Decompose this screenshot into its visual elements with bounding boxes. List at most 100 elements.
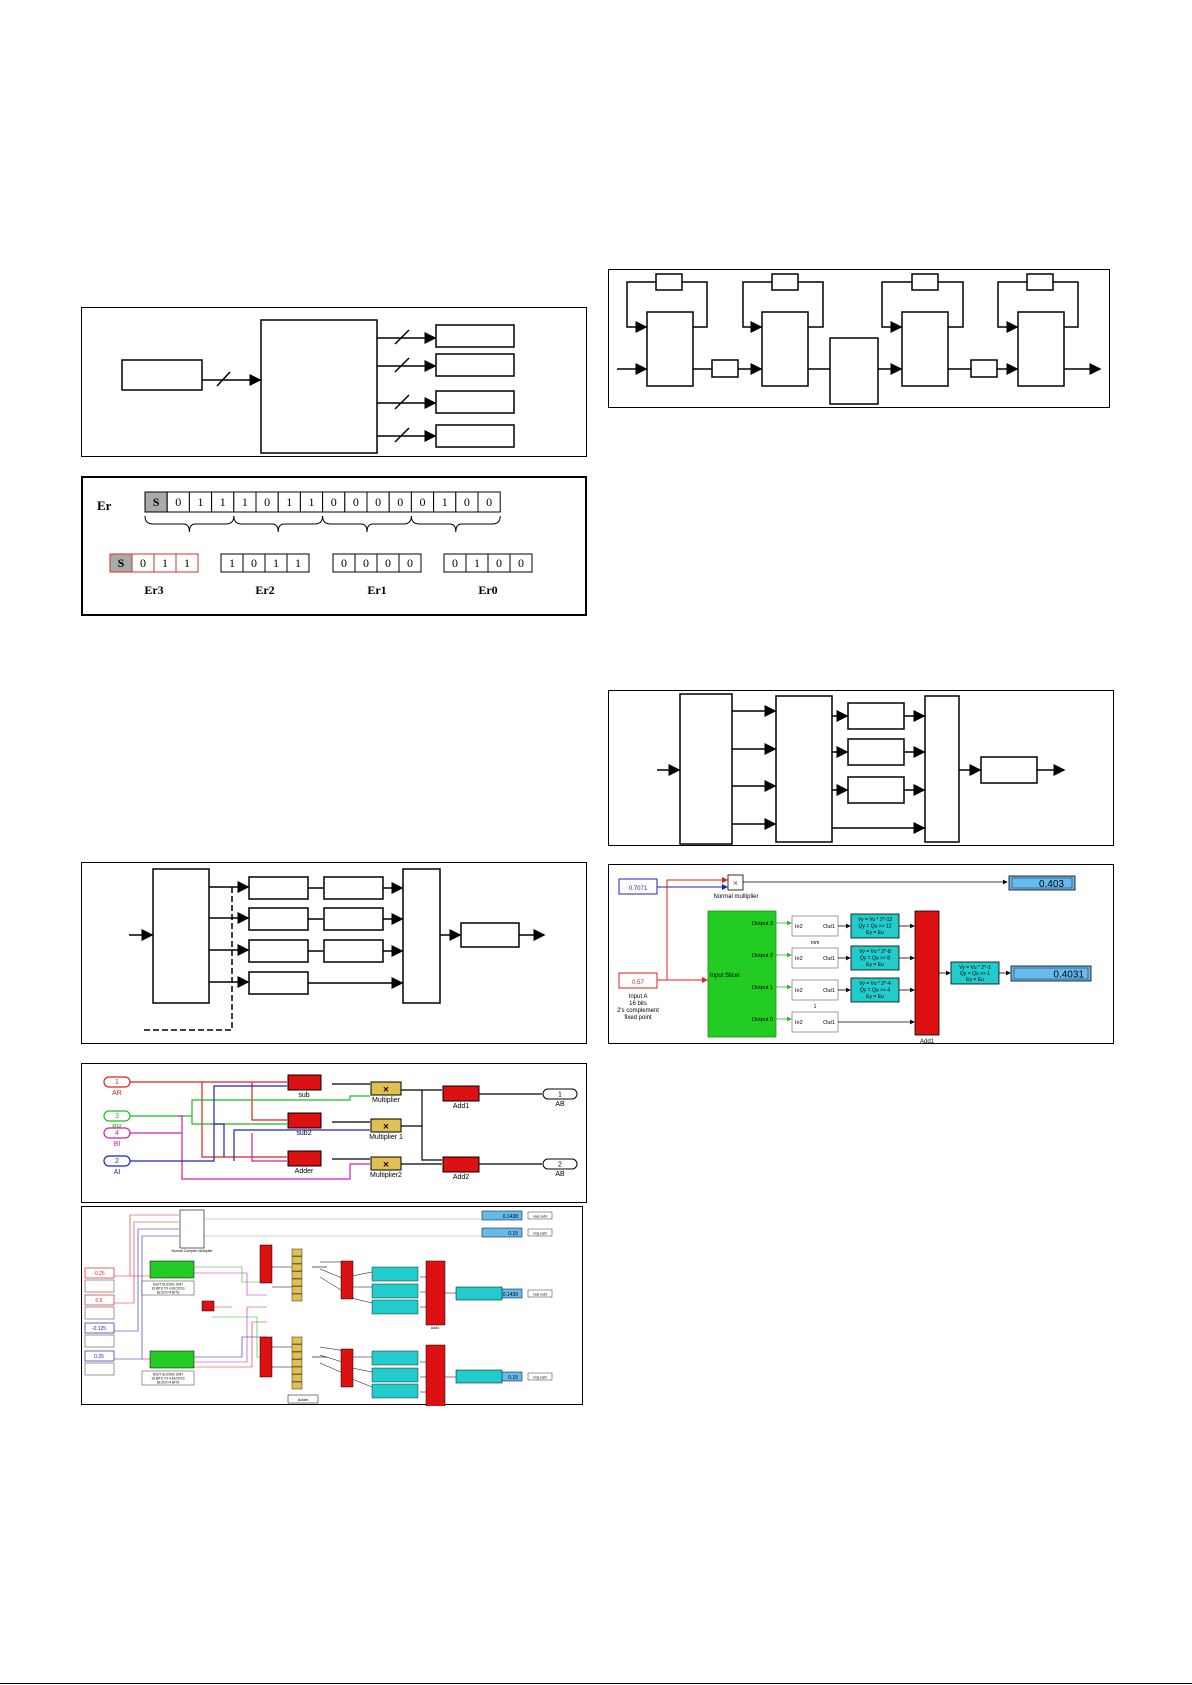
result-display	[481, 1210, 523, 1221]
small-multiplier[interactable]	[291, 1256, 303, 1264]
block-label: Adder	[295, 1168, 314, 1175]
red-block-a[interactable]	[259, 1244, 273, 1284]
slicer-output-2: Output 2	[752, 953, 773, 959]
red-block-c[interactable]	[340, 1260, 354, 1300]
final-eq-3: Ey = Eu	[966, 977, 984, 983]
input-slicer-block[interactable]	[707, 910, 777, 1038]
shift-block-small[interactable]	[371, 1266, 419, 1282]
shift-block-small[interactable]	[371, 1350, 419, 1366]
input-caption-3: 2's complement	[617, 1008, 659, 1014]
input-constant[interactable]	[84, 1267, 115, 1279]
small-multiplier[interactable]	[291, 1263, 303, 1272]
register-label: Er	[97, 498, 112, 513]
multiplier-label: Multiplier 1	[369, 1134, 403, 1141]
adder-block[interactable]	[442, 1156, 480, 1173]
add4-block[interactable]	[425, 1260, 446, 1326]
small-multiplier[interactable]	[291, 1359, 303, 1367]
outport[interactable]	[542, 1088, 578, 1100]
result-display	[481, 1227, 523, 1238]
inport-bi[interactable]	[103, 1127, 131, 1139]
register-bit: S	[153, 495, 160, 509]
shift-block[interactable]	[850, 977, 900, 1003]
shift-block-small[interactable]	[371, 1383, 419, 1399]
output-block-0	[435, 424, 515, 448]
shift-block-small[interactable]	[371, 1283, 419, 1299]
red-block-b[interactable]	[259, 1336, 273, 1378]
result-display-value: 0.1438	[503, 1214, 519, 1220]
small-multiplier[interactable]	[291, 1374, 303, 1382]
red-block-d[interactable]	[340, 1348, 354, 1388]
inport-ar[interactable]	[103, 1076, 131, 1088]
block-sub[interactable]	[287, 1074, 322, 1091]
slicer-note-line: BLOCK=4 BITS	[157, 1291, 179, 1295]
inport-number: 3	[115, 1113, 119, 1120]
small-multiplier[interactable]	[291, 1286, 303, 1294]
lut-in-label: In2	[795, 956, 803, 962]
input-caption-4: fixed point	[624, 1015, 652, 1021]
shift-block-small[interactable]	[371, 1367, 419, 1383]
small-multiplier[interactable]	[291, 1351, 303, 1360]
group-label: Er1	[367, 583, 386, 597]
final-shift-a[interactable]	[455, 1286, 503, 1301]
small-multiplier[interactable]	[291, 1278, 303, 1287]
adder-label: Add2	[453, 1174, 469, 1181]
input-constant[interactable]	[84, 1350, 115, 1362]
multiplier-block[interactable]	[370, 1081, 402, 1096]
block-adder[interactable]	[287, 1150, 322, 1167]
result-display-value: 0.1439	[503, 1292, 519, 1298]
small-multiplier[interactable]	[291, 1271, 303, 1279]
group-bit: 0	[363, 556, 369, 570]
shift-eq: Vy = Vu * 2^-12	[858, 917, 893, 923]
small-multiplier[interactable]	[291, 1381, 303, 1390]
register-bit: 0	[375, 495, 381, 509]
lut-in-label: In2	[795, 1020, 803, 1026]
lut-architecture-diagram	[657, 693, 1066, 845]
inport-br[interactable]	[103, 1110, 131, 1122]
multiplier-block[interactable]	[370, 1156, 402, 1171]
slicer-top[interactable]	[149, 1260, 195, 1279]
shift-eq: Ey = Eu	[866, 994, 884, 1000]
lut-out-label: Out1	[823, 956, 835, 962]
result-tag-label: real subt	[533, 1293, 546, 1297]
add1-block[interactable]	[914, 910, 940, 1036]
figure-lut-architecture	[608, 690, 1114, 846]
register-bit: 0	[464, 495, 470, 509]
slicer-note-line: BLOCK=4 BITS	[157, 1381, 179, 1385]
inport-ai[interactable]	[103, 1155, 131, 1167]
inport-label: AI	[114, 1169, 121, 1176]
small-multiplier[interactable]	[291, 1366, 303, 1375]
add1-big-block[interactable]	[425, 1344, 446, 1406]
outport[interactable]	[542, 1158, 578, 1170]
shift-block[interactable]	[850, 913, 900, 939]
adder-block[interactable]	[442, 1085, 480, 1102]
shift-block[interactable]	[850, 945, 900, 971]
shift-eq: Qy = Qu >> 8	[860, 956, 890, 962]
input-constant[interactable]	[84, 1322, 115, 1334]
small-multiplier[interactable]	[291, 1293, 303, 1302]
shift-block-small[interactable]	[371, 1299, 419, 1315]
input-constant[interactable]	[84, 1294, 115, 1306]
group-brace	[233, 515, 324, 533]
register-bit: 1	[220, 495, 226, 509]
input-caption-1: Input A	[629, 994, 648, 1000]
slicer-note-line: 16 BITS TO 4 BLOCKS	[151, 1377, 184, 1381]
mid-subtractor-block[interactable]	[201, 1300, 215, 1312]
input-a-value: 0.57	[632, 980, 644, 986]
final-shift-b[interactable]	[455, 1369, 503, 1384]
normal-multiplier-block[interactable]	[727, 874, 744, 891]
small-multiplier[interactable]	[291, 1336, 303, 1345]
group-bit: S	[118, 556, 125, 570]
small-multiplier[interactable]	[291, 1248, 303, 1257]
shift-eq: Ey = Eu	[866, 930, 884, 936]
normal-complex-multiplier-block[interactable]	[179, 1209, 205, 1249]
lut-out-label: Out1	[823, 988, 835, 994]
register-bit: 1	[286, 495, 292, 509]
register-bit: 1	[309, 495, 315, 509]
multiplier-block[interactable]	[370, 1118, 402, 1133]
block-sub2[interactable]	[287, 1112, 322, 1129]
input-constant-value: 0.5	[96, 1298, 103, 1304]
group-bit-cell	[286, 553, 310, 573]
small-multiplier[interactable]	[291, 1344, 303, 1352]
slicer-bottom[interactable]	[149, 1350, 195, 1369]
